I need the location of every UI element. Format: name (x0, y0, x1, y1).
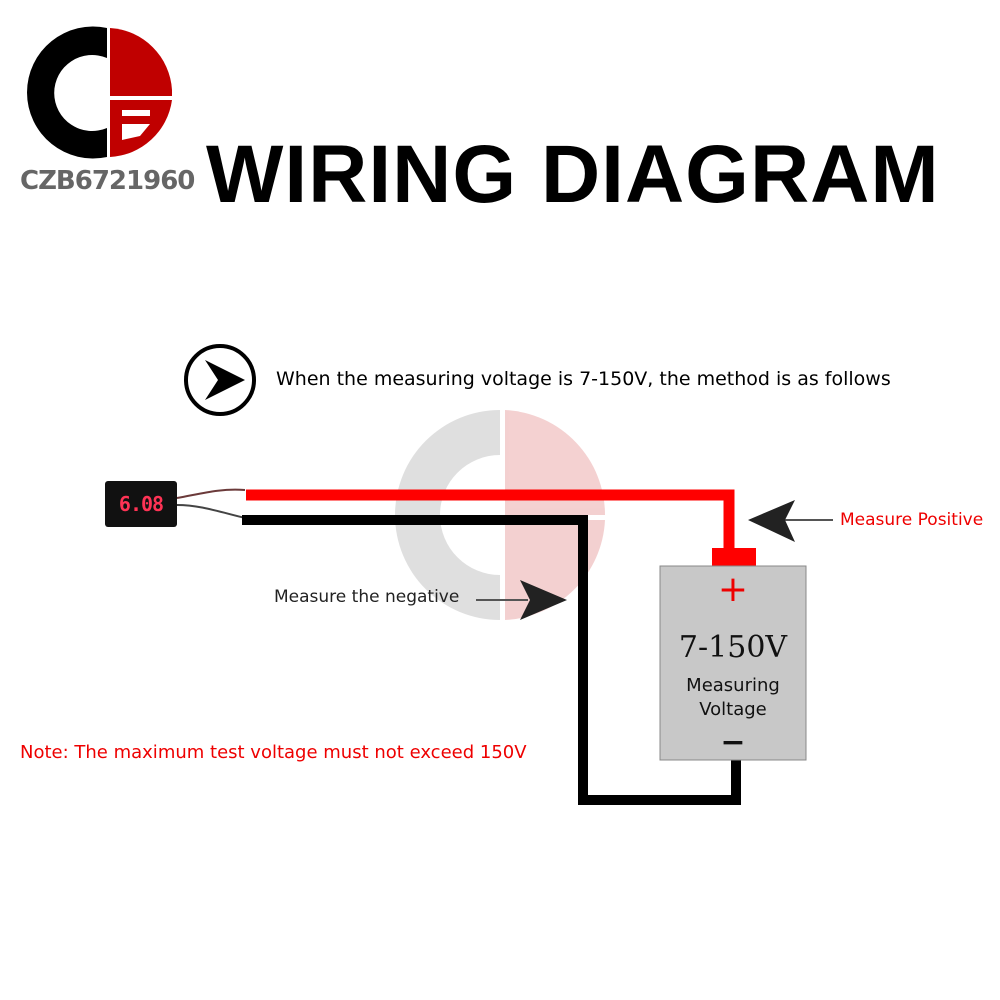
czb-logo (27, 26, 172, 159)
positive-terminal (712, 548, 756, 566)
negative-arrow-icon (476, 580, 567, 620)
intro-text: When the measuring voltage is 7-150V, th… (276, 368, 891, 390)
play-arrow-icon (184, 344, 256, 416)
voltage-range: 7-150V (678, 630, 788, 665)
positive-label: Measure Positive (840, 510, 984, 530)
voltage-source-box (659, 565, 807, 761)
meter-lead-red (176, 488, 246, 499)
voltmeter-display: 6.08 (105, 481, 177, 527)
minus-sign: − (720, 725, 746, 760)
negative-wire (242, 515, 741, 805)
page-title: WIRING DIAGRAM (206, 129, 940, 220)
positive-wire (246, 489, 735, 552)
positive-arrow-icon (748, 500, 833, 542)
brand-code: CZB6721960 (20, 166, 195, 196)
plus-sign: + (717, 569, 749, 610)
meter-lead-black (176, 504, 246, 519)
warning-note: Note: The maximum test voltage must not … (20, 742, 527, 763)
negative-label: Measure the negative (274, 587, 460, 607)
source-name: Measuring Voltage (686, 675, 780, 720)
